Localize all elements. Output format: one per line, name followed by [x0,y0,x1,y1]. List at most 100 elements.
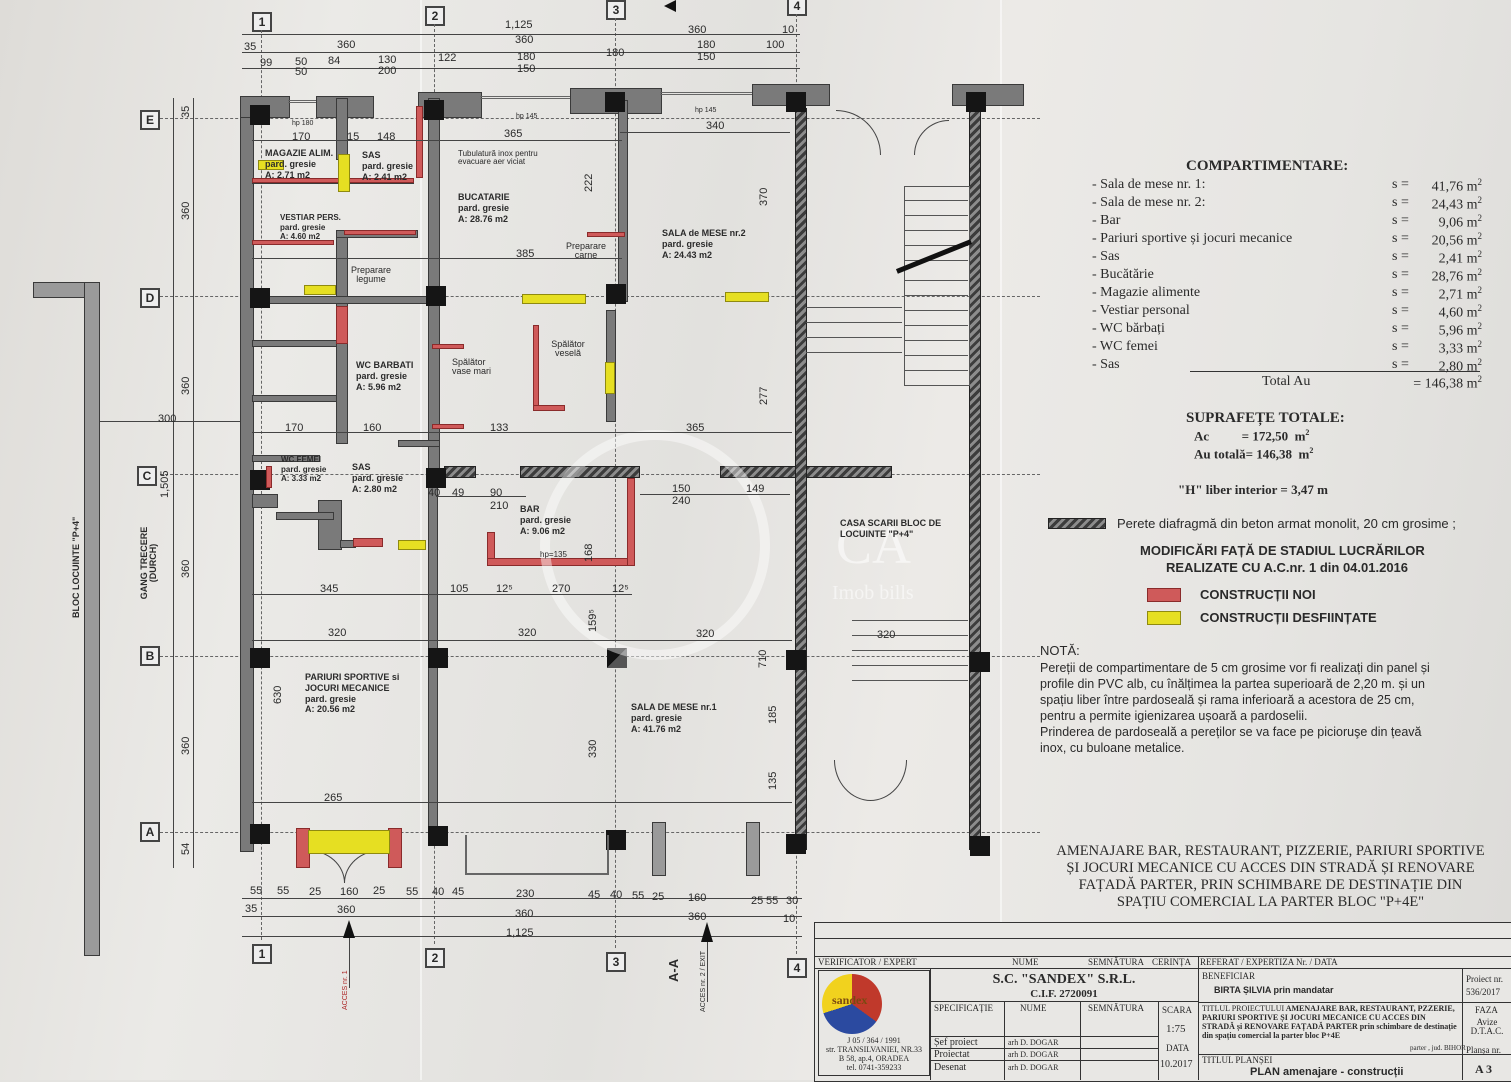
stair-step [904,280,968,281]
access-label: ACCES nr. 2 / EXIT [700,950,707,1012]
room-bucatarie: BUCATARIE pard. gresie A: 28.76 m2 [458,192,510,224]
row-label: - Vestiar personal [1092,303,1190,318]
concrete-wall-stair-right [969,108,981,850]
annotation-preparare-carne: Preparare carne [566,241,607,260]
stair-step [852,620,968,621]
structural-column [250,824,270,844]
total-separator [1190,371,1480,372]
structural-column [428,648,448,668]
tb-line [814,968,1511,969]
axis-bubble-4-bottom: 4 [787,958,807,978]
dim-label: 150 [517,63,536,75]
dim-label: 185 [767,705,779,724]
dim-line [620,132,790,133]
tb-role: Proiectat [934,1049,970,1060]
tb-role-name: arh D. DOGAR [1008,1050,1059,1059]
room-floor: pard. gresie [305,693,357,704]
tb-line [930,1048,1158,1049]
project-title-line: ȘI JOCURI MECANICE CU ACCES DIN STRADĂ Ș… [1066,860,1475,876]
dim-label: 365 [686,422,705,434]
new-construction [388,828,402,868]
dim-label: 150 [697,51,716,63]
dim-label: 360 [337,39,356,51]
dim-line-detail [242,68,800,69]
dim-label: 330 [587,739,599,758]
wall [252,494,278,508]
annotation-spalator-vesela: Spălător veselă [551,339,585,358]
dim-line [252,594,632,595]
dim-label: 10 [783,913,796,925]
row-label: - Sas [1092,249,1120,264]
dim-label: 25 [373,885,386,897]
dim-label: 40 [610,889,623,901]
stair-step [806,322,902,323]
annotation-preparare-legume: Preparare legume [350,265,392,284]
dim-label: 360 [180,559,192,578]
tb-titlul-proiectului: TITLUL PROIECTULUI AMENAJARE BAR, RESTAU… [1202,1004,1460,1040]
tb-proiect-nr: 536/2017 [1466,987,1501,997]
axis-bubble-3-bottom: 3 [606,952,626,972]
tb-role-name: arh D. DOGAR [1008,1038,1059,1047]
row-label: - Pariuri sportive și jocuri mecanice [1092,231,1293,246]
dim-label: 99 [260,57,273,69]
tb-faza: Avize D.T.A.C. [1470,1017,1504,1036]
stair-step [852,650,968,651]
gang-trecere-label: GANG TRECERE (DURCH) [139,526,158,600]
row-label: - Magazie alimente [1092,285,1201,300]
annotation-hp: hp 180 [292,120,314,127]
dim-line-bottom-detail [242,898,802,899]
window-top [480,96,570,99]
row-s: s = [1392,267,1409,282]
row-value: 9,06 m2 [1438,213,1482,231]
nota-line: profile din PVC alb, cu înălțimea la par… [1040,677,1425,691]
axis-bubble-1: 1 [252,12,272,32]
row-value: 28,76 m2 [1431,267,1482,285]
structural-column [970,652,990,672]
row-value: 41,76 m2 [1431,177,1482,195]
annotation-spalator-vase: Spălător vase mari [452,357,492,376]
dim-label: 122 [438,52,457,64]
structural-column [970,836,990,856]
room-name: SALA DE MESE nr.1 [631,702,717,712]
demolished-construction [398,540,426,550]
door-swing [914,120,949,155]
tb-role-name: arh D. DOGAR [1008,1063,1059,1072]
adjacent-block-label: BLOC LOCUINTE "P+4" [71,516,81,618]
paper-fold [1000,0,1002,1080]
tb-semnatura-label: SEMNĂTURA [1088,1003,1145,1013]
dim-label: 385 [516,248,535,260]
structural-column [250,470,270,490]
stair-step [852,680,968,681]
room-floor: pard. gresie [520,514,572,525]
row-label: - Bar [1092,213,1121,228]
dim-label: 1,125 [506,927,534,939]
new-construction [344,230,416,235]
dim-gang-width: 300 [158,413,177,425]
tb-line [1080,1001,1081,1080]
tb-nume-label: NUME [1020,1003,1047,1013]
dim-label: 710 [757,649,769,668]
room-vestiar: VESTIAR PERS. pard. gresie A: 4.60 m2 [280,213,341,242]
dim-label: 10 [782,24,795,36]
facade-pier [652,822,666,876]
dim-label: 54 [180,842,192,855]
dim-label: 270 [552,583,571,595]
dim-label: 130 [378,54,397,66]
structural-column [250,288,270,308]
suprafete-ac: Ac = 172,50 m2 [1194,428,1310,444]
access-arrow-line [707,942,708,1002]
section-marker: A-A [666,958,681,982]
tb-data-value: 10.2017 [1160,1059,1193,1070]
room-area: A: 9.06 m2 [520,525,566,536]
adjacent-block-wall [84,282,100,956]
room-area: A: 2.41 m2 [362,171,408,182]
demolished-construction [605,362,615,394]
total-value: = 146,38 m2 [1413,374,1482,392]
legend-swatch-new [1147,588,1181,602]
nota-line: Prinderea de pardoseală a pereților se v… [1040,725,1422,739]
stair-step [904,260,968,261]
dim-label: 55 [250,885,263,897]
legend-new-label: CONSTRUCȚII NOI [1200,587,1316,602]
